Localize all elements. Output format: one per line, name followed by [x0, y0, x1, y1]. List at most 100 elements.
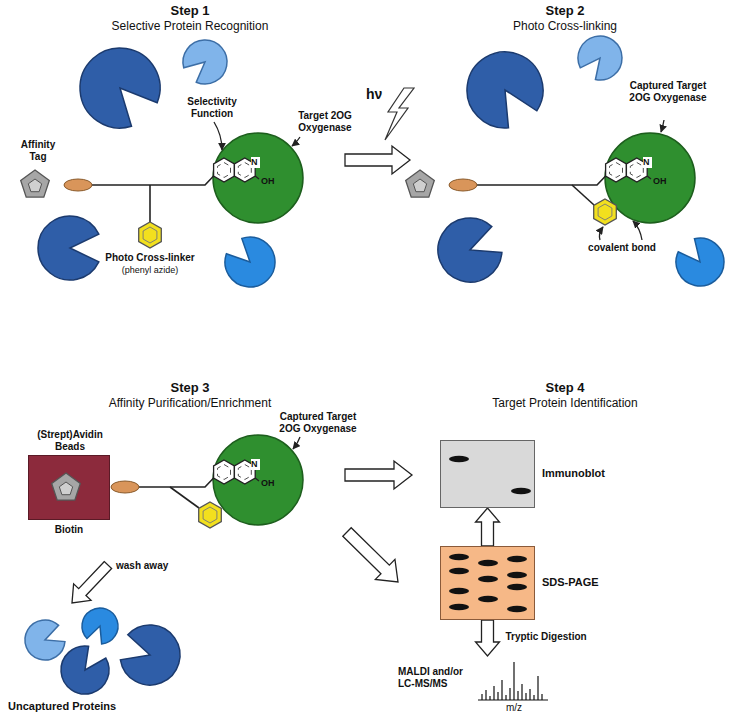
aromatic-bonds: [630, 163, 643, 178]
process-arrow: [345, 146, 410, 174]
gel-band: [478, 560, 498, 566]
annotation: Photo Cross-linker: [94, 252, 206, 264]
spectrum-peak: [489, 696, 490, 700]
annotation: wash away: [116, 560, 186, 572]
annotation: Captured Target 2OG Oxygenase: [271, 411, 366, 435]
mass-spectrum: MALDI and/or LC-MS/MS m/z: [398, 656, 550, 716]
immunoblot-panel: Immunoblot: [440, 440, 535, 508]
process-arrow: [72, 562, 112, 603]
node-art: [441, 547, 536, 621]
affinity-tag: [52, 473, 81, 500]
probe-molecule: [21, 158, 259, 248]
gel-band: [507, 606, 527, 612]
protein-shape: [38, 216, 99, 280]
annotation: Selectivity Function: [179, 96, 245, 120]
affinity-tag-inner: [413, 179, 426, 192]
gel-band: [507, 572, 527, 578]
phenyl-inner: [598, 204, 612, 220]
node-art: [29, 456, 111, 521]
node-art: [441, 441, 536, 509]
aromatic-bonds: [218, 163, 231, 178]
quinoline-ring: [214, 460, 235, 484]
aromatic-bonds: [238, 163, 251, 178]
spectrum-peak: [509, 688, 510, 700]
spectrum-peak: [501, 680, 502, 700]
edge-label: Tryptic Digestion: [504, 631, 589, 643]
spectrum-peak: [485, 690, 486, 700]
gel-band: [478, 596, 498, 602]
spectrum-peak: [537, 676, 538, 700]
protein-shape: [676, 238, 724, 286]
spectrum-peak: [505, 695, 506, 700]
atom-label: N: [643, 157, 652, 168]
process-arrow: [343, 528, 398, 582]
gel-panel: SDS-PAGE: [440, 546, 535, 620]
phenyl-inner: [203, 507, 217, 523]
gel-band: [449, 588, 469, 594]
atom-label: OH: [653, 176, 671, 187]
annotation: Biotin: [39, 524, 99, 536]
spectrum-peak: [529, 689, 530, 700]
affinity-tag-inner: [28, 179, 41, 192]
phenyl-azide: [139, 222, 162, 248]
gel-band: [507, 556, 527, 562]
blot-band: [449, 456, 469, 462]
node-label: (Strept)Avidin Beads: [24, 429, 116, 453]
light-bolt: [385, 88, 414, 140]
step-title: Step 4: [495, 380, 635, 396]
probe-molecule: [406, 158, 651, 225]
node-label: Immunoblot: [542, 467, 605, 480]
spectrum-peak: [533, 695, 534, 700]
protein-shape: [25, 620, 65, 660]
leader-arrow: [214, 122, 222, 150]
spectrum-peak: [481, 694, 482, 700]
protein-shape: [225, 237, 275, 287]
node-label: m/z: [478, 702, 550, 714]
spectrum-peak: [513, 662, 514, 700]
leader-arrow: [293, 437, 300, 449]
annotation: Uncaptured Proteins: [8, 700, 158, 713]
leader-arrow: [661, 120, 664, 132]
spacer-oval: [449, 179, 477, 191]
annotation: Affinity Tag: [12, 139, 64, 163]
step-title: Step 3: [120, 380, 260, 396]
light-symbol: hν: [366, 86, 392, 103]
annotation: Target 2OG Oxygenase: [285, 110, 365, 134]
process-arrow: [476, 508, 500, 546]
hydroxyl-bond: [647, 176, 651, 179]
step-subtitle: Target Protein Identification: [445, 396, 685, 410]
affinity-tag: [21, 170, 50, 197]
aromatic-bonds: [610, 163, 623, 178]
quinoline-ring: [214, 158, 235, 182]
linker-line: [139, 478, 214, 487]
atom-label: OH: [261, 176, 279, 187]
crosslinker-linker: [170, 487, 199, 508]
node-label: MALDI and/or LC-MS/MS: [398, 666, 474, 690]
linker-line: [477, 176, 606, 185]
step-title: Step 2: [495, 3, 635, 19]
spacer-oval: [111, 481, 139, 493]
gel-band: [507, 584, 527, 590]
phenyl-azide: [199, 502, 222, 528]
step-subtitle: Photo Cross-linking: [445, 19, 685, 33]
spectrum-peak: [525, 693, 526, 700]
target-oxygenase: [605, 133, 695, 223]
hydroxyl-bond: [255, 176, 259, 179]
gel-band: [449, 604, 469, 610]
protein-shape: [80, 48, 160, 128]
protein-shape: [467, 52, 543, 128]
step-subtitle: Affinity Purification/Enrichment: [70, 396, 310, 410]
blot-band: [511, 488, 531, 494]
protein-shape: [120, 625, 180, 685]
target-oxygenase: [213, 435, 303, 525]
linker-line: [92, 176, 214, 185]
probe-molecule: [111, 460, 259, 528]
annotation: Captured Target 2OG Oxygenase: [628, 80, 708, 104]
protein-shape: [578, 36, 622, 80]
crosslinker-linker: [149, 185, 151, 222]
spectrum-peak: [521, 684, 522, 700]
atom-label: N: [251, 157, 260, 168]
